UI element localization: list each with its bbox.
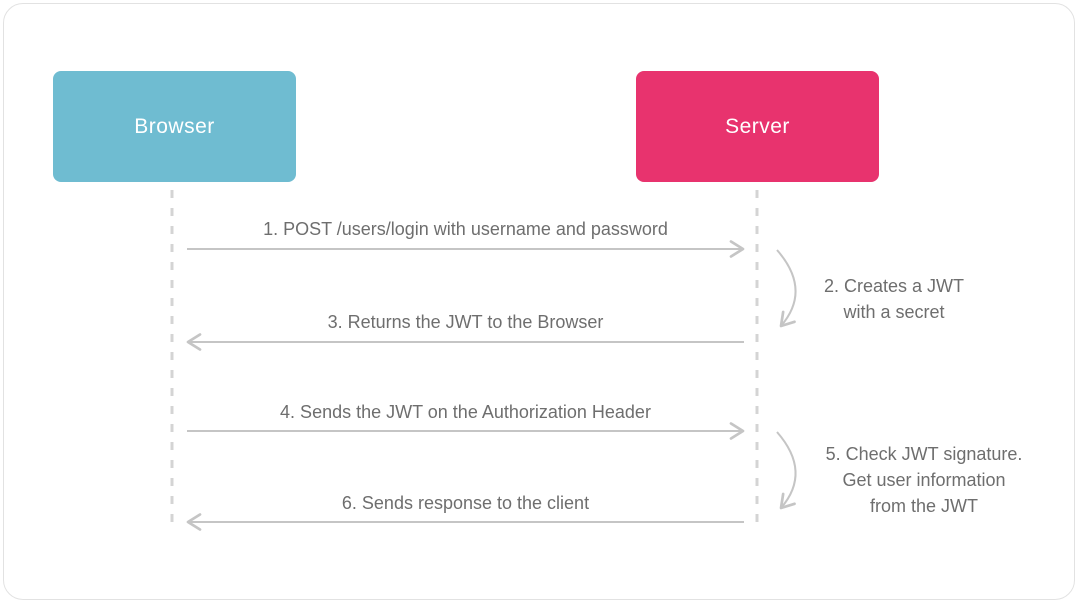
note-label-2: 2. Creates a JWT with a secret bbox=[802, 273, 986, 325]
message-label-3: 3. Returns the JWT to the Browser bbox=[327, 312, 604, 332]
message-label-4: 4. Sends the JWT on the Authorization He… bbox=[280, 402, 651, 422]
actor-browser-label: Browser bbox=[134, 114, 215, 138]
message-label-6: 6. Sends response to the client bbox=[341, 493, 590, 513]
arrow-selfloop-5 bbox=[776, 431, 797, 510]
note-5-line-3: from the JWT bbox=[869, 496, 978, 516]
note-2-line-2: with a secret bbox=[843, 302, 945, 322]
message-label-1: 1. POST /users/login with username and p… bbox=[263, 219, 668, 239]
note-5-line-2: Get user information bbox=[842, 470, 1006, 490]
arrow-selfloop-2 bbox=[776, 249, 797, 328]
note-2-line-1: 2. Creates a JWT bbox=[823, 276, 965, 296]
actor-box-server: Server bbox=[636, 71, 879, 182]
note-label-5: 5. Check JWT signature. Get user informa… bbox=[804, 441, 1044, 519]
note-5-line-1: 5. Check JWT signature. bbox=[825, 444, 1023, 464]
diagram-card: Browser Server 1. POST /users/login wit bbox=[3, 3, 1075, 600]
actor-server-label: Server bbox=[725, 114, 790, 138]
actor-box-browser: Browser bbox=[53, 71, 296, 182]
